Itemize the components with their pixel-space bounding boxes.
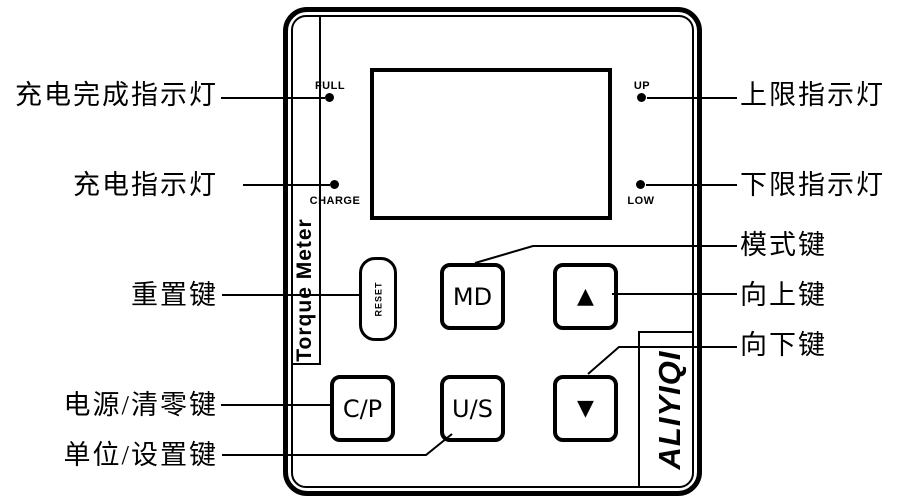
label-down-key: 向下键 [740,330,827,360]
up-indicator-label: UP [633,80,651,92]
md-button[interactable]: MD [440,263,505,330]
label-power-clear-key: 电源/清零键 [63,390,218,420]
low-indicator-label: LOW [627,195,655,207]
label-up-key: 向上键 [740,280,827,310]
charge-indicator-label: CHARGE [309,195,361,207]
side-strip-divider-lines [293,16,692,486]
label-charge-complete-indicator: 充电完成指示灯 [15,80,218,110]
device-panel: FULL CHARGE UP LOW Torque Meter ALIYIQI … [283,7,702,496]
reset-button-label: RESET [373,281,384,317]
up-arrow-icon: ▲ [577,284,594,309]
md-button-label: MD [452,282,493,311]
label-reset-key: 重置键 [131,280,218,310]
down-arrow-icon: ▼ [577,396,594,421]
label-upper-limit-indicator: 上限指示灯 [740,80,885,110]
brand-logo: ALIYIQI [652,350,687,470]
us-button-label: U/S [452,394,493,423]
right-strip-line [638,331,692,486]
down-arrow-button[interactable]: ▼ [553,375,618,442]
up-indicator-light [637,93,646,102]
cp-button[interactable]: C/P [330,375,395,442]
full-indicator-label: FULL [314,80,346,92]
full-indicator-light [325,93,334,102]
label-mode-key: 模式键 [740,230,827,260]
label-unit-set-key: 单位/设置键 [63,440,218,470]
torque-meter-side-text: Torque Meter [293,218,316,362]
us-button[interactable]: U/S [440,375,505,442]
low-indicator-light [636,180,645,189]
label-lower-limit-indicator: 下限指示灯 [740,170,885,200]
lcd-display [370,68,612,220]
reset-button[interactable]: RESET [359,257,397,341]
left-strip-line [293,16,321,365]
label-charging-indicator: 充电指示灯 [73,170,218,200]
up-arrow-button[interactable]: ▲ [553,263,618,330]
cp-button-label: C/P [342,394,383,423]
charge-indicator-light [330,180,339,189]
